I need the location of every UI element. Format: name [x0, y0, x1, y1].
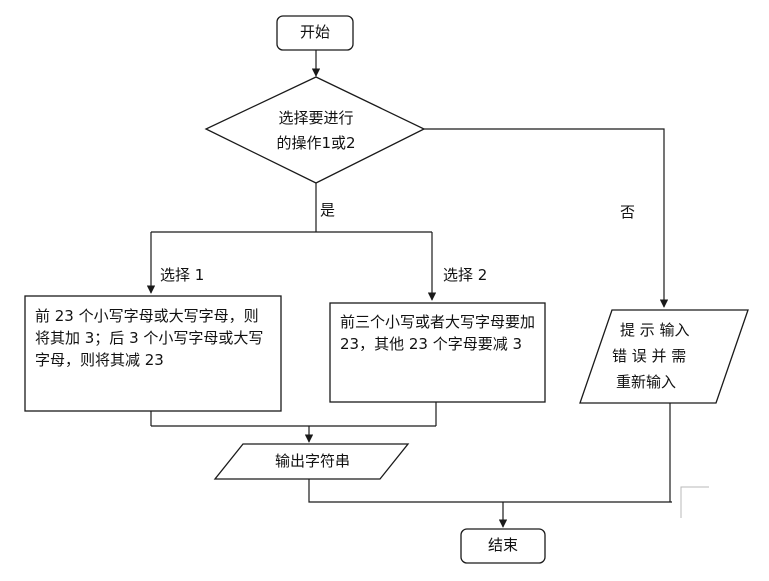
decision-label-line2: 的操作1或2	[276, 134, 356, 152]
line-output-to-end	[308, 479, 672, 503]
corner-mark	[680, 486, 709, 518]
decision-label-line1: 选择要进行	[278, 109, 354, 127]
process-box-option1	[24, 295, 282, 412]
option1-label: 选择 1	[160, 266, 205, 284]
process-box-option2	[329, 302, 546, 403]
error-output-parallelogram	[579, 309, 749, 404]
process2-text: 前三个小写或者大写字母要加 23，其他 23 个字母要减 3	[340, 313, 536, 353]
no-label: 否	[620, 203, 636, 221]
output-parallelogram	[213, 443, 410, 480]
start-label: 开始	[299, 23, 330, 41]
error-text-line3: 重新输入	[616, 373, 677, 391]
error-text-line2: 错 误 并 需	[612, 347, 687, 365]
end-terminal	[460, 528, 546, 564]
error-text-line1: 提 示 输入	[620, 321, 690, 339]
decision-diamond	[204, 76, 426, 184]
yes-label: 是	[320, 201, 336, 219]
start-terminal	[276, 15, 354, 51]
option2-label: 选择 2	[443, 266, 488, 284]
arrow-decision-no	[424, 128, 669, 308]
end-label: 结束	[487, 536, 518, 554]
process1-text: 前 23 个小写字母或大写字母，则将其加 3；后 3 个小写字母或大写字母，则将…	[35, 307, 264, 369]
output-label: 输出字符串	[274, 452, 350, 470]
